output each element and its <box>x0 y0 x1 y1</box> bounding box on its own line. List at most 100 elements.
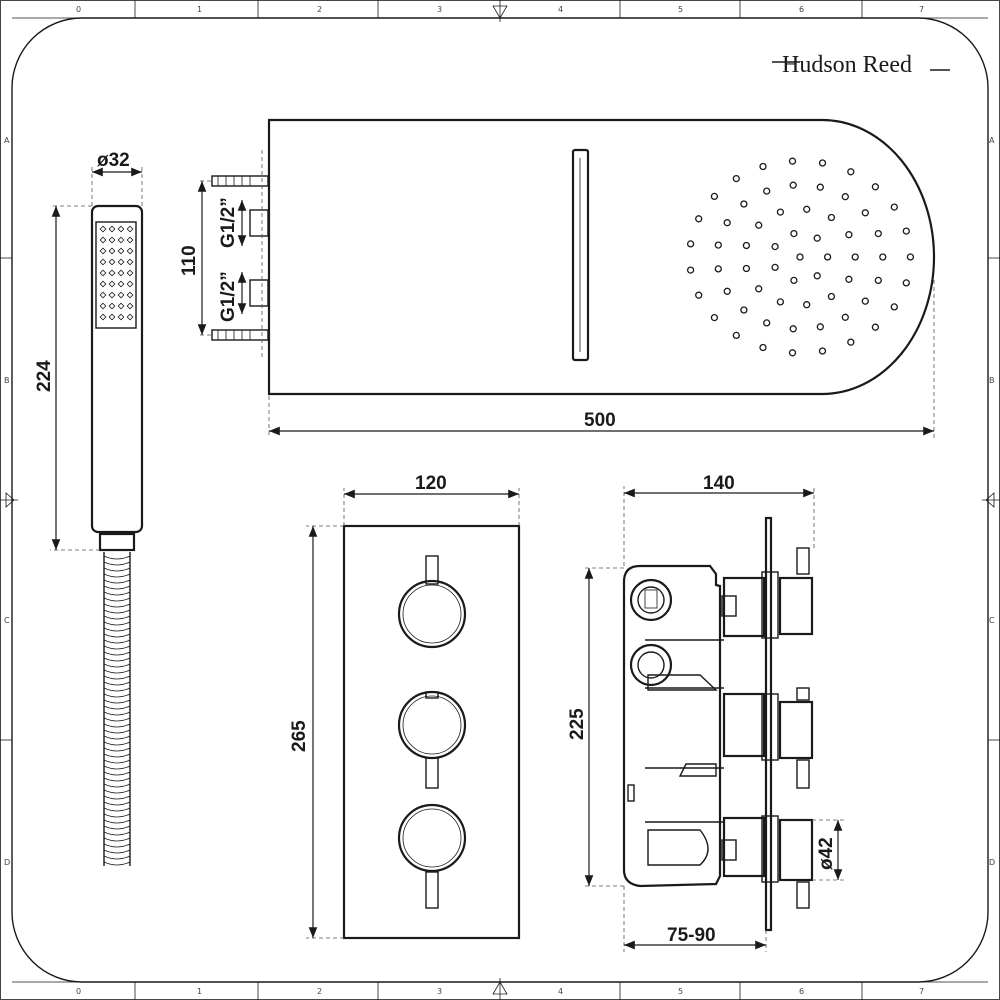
hose-coil <box>103 855 131 860</box>
hose-coil <box>103 693 131 698</box>
hose-coil <box>103 771 131 776</box>
spray-nozzle <box>816 323 824 331</box>
handset-nozzle <box>126 291 134 299</box>
spray-nozzle <box>789 325 797 333</box>
spray-nozzle <box>763 187 771 195</box>
spray-nozzle <box>686 240 695 248</box>
wall-depth-range-label: 75-90 <box>667 925 716 946</box>
handset-nozzle <box>126 247 134 255</box>
handset-body <box>90 204 144 534</box>
spray-nozzle <box>723 287 731 295</box>
hose-coil <box>103 675 131 680</box>
spray-nozzle <box>818 347 827 355</box>
ruler-label: 0 <box>76 5 81 14</box>
ruler-label: 1 <box>197 5 202 14</box>
top-ruler-labels: 0 1 2 3 4 5 6 7 <box>76 5 924 14</box>
valve-spindles <box>761 547 814 909</box>
spray-nozzle <box>816 183 824 191</box>
ruler-label: B <box>989 376 995 385</box>
hose-coil <box>103 753 131 758</box>
spray-nozzle <box>789 181 797 189</box>
hose-coil <box>103 555 131 560</box>
ruler-label: C <box>4 616 10 625</box>
handset-nozzle <box>99 291 107 299</box>
spray-nozzle <box>874 229 882 238</box>
spray-nozzle <box>823 253 832 261</box>
spray-nozzle <box>874 276 882 285</box>
hose-coil <box>103 699 131 704</box>
spray-nozzle <box>714 241 722 249</box>
spray-nozzle <box>841 313 849 321</box>
spray-nozzle <box>710 192 719 201</box>
hose-coil <box>103 621 131 626</box>
ruler-label: 5 <box>678 987 683 996</box>
wall-plate-edge <box>764 516 773 932</box>
ruler-label: 6 <box>799 987 804 996</box>
spray-nozzle <box>871 323 880 331</box>
spray-nozzle <box>796 253 804 261</box>
spray-nozzle <box>902 279 910 287</box>
inlet-fittings <box>211 150 269 360</box>
spray-nozzle-field <box>686 157 915 357</box>
handset-length-label: 224 <box>34 360 55 392</box>
spray-nozzle <box>695 291 703 299</box>
valve-side-drawing: 140 225 ø42 75-90 <box>567 473 846 952</box>
hose-coil <box>103 573 131 578</box>
handset-nozzle <box>108 313 116 321</box>
hose-coil <box>103 657 131 662</box>
hose-coil <box>103 795 131 800</box>
handset-nozzle <box>99 313 107 321</box>
hose-coil <box>103 777 131 782</box>
spray-nozzle <box>845 275 853 283</box>
spray-nozzle <box>740 306 748 314</box>
handset-nozzle <box>117 236 125 244</box>
handset-nozzle <box>126 269 134 277</box>
spray-nozzle <box>732 331 740 340</box>
spray-nozzle <box>845 231 853 239</box>
spray-nozzle <box>776 208 785 216</box>
ruler-label: 3 <box>437 5 442 14</box>
handset-nozzle <box>117 313 125 321</box>
handset-nozzle <box>117 258 125 266</box>
hose-coil <box>103 651 131 656</box>
ruler-label: 7 <box>919 987 924 996</box>
spray-nozzle <box>871 183 880 191</box>
spray-nozzle <box>755 285 763 293</box>
hose-coil <box>103 735 131 740</box>
spray-nozzle <box>755 221 763 229</box>
hose-coil <box>103 579 131 584</box>
handset-nozzle <box>108 291 116 299</box>
hose-coil <box>103 591 131 596</box>
hose-coil <box>103 807 131 812</box>
spray-nozzle <box>861 297 869 305</box>
handset-nozzle <box>108 280 116 288</box>
hose-coil <box>103 849 131 854</box>
spray-nozzle <box>847 338 855 346</box>
hose-coil <box>103 831 131 836</box>
hose-coil <box>103 639 131 644</box>
hose-coil <box>103 729 131 734</box>
hose-coil <box>103 783 131 788</box>
handset-nozzle <box>99 236 107 244</box>
ruler-label: 3 <box>437 987 442 996</box>
hose-coil <box>103 843 131 848</box>
handset-diameter-label: ø32 <box>97 150 130 171</box>
spray-nozzle <box>790 229 798 238</box>
ruler-label: D <box>4 858 10 867</box>
handset-nozzle <box>99 258 107 266</box>
spray-nozzle <box>803 205 811 213</box>
handset-nozzle <box>99 302 107 310</box>
hose-coil <box>103 585 131 590</box>
handset-nozzle <box>99 269 107 277</box>
valve-body <box>622 564 722 888</box>
handset-nozzle <box>126 236 134 244</box>
ruler-label: D <box>989 858 995 867</box>
spray-nozzle <box>851 253 859 261</box>
handset-nozzle <box>117 269 125 277</box>
spray-nozzle <box>714 265 722 273</box>
hose-coil <box>103 681 131 686</box>
hose-coil <box>103 603 131 608</box>
hose-coil <box>103 741 131 746</box>
